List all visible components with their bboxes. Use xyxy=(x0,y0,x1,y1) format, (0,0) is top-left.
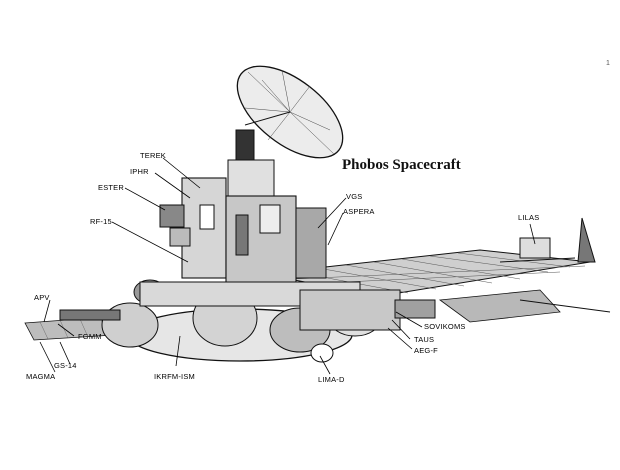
diagram-title: Phobos Spacecraft xyxy=(342,157,461,173)
label-lilas: LILAS xyxy=(518,213,540,222)
label-rf15: RF-15 xyxy=(90,217,112,226)
label-iphr: IPHR xyxy=(130,167,149,176)
label-vgs: VGS xyxy=(346,192,363,201)
label-gs14: GS-14 xyxy=(54,361,77,370)
central-body xyxy=(159,159,327,287)
label-fgmm: FGMM xyxy=(78,332,102,341)
label-terek: TEREK xyxy=(140,151,167,160)
label-taus: TAUS xyxy=(414,335,435,344)
label-ester: ESTER xyxy=(98,183,125,192)
lilas-mast xyxy=(499,217,596,263)
label-lima-d: LIMA-D xyxy=(318,375,345,384)
label-magma: MAGMA xyxy=(26,372,56,381)
label-sovikoms: SOVIKOMS xyxy=(424,322,466,331)
page-number: 1 xyxy=(606,60,610,67)
high-gain-antenna xyxy=(235,65,344,161)
propulsion-module xyxy=(59,279,436,363)
label-apv: APV xyxy=(34,293,50,302)
label-ikrfm-ism: IKRFM-ISM xyxy=(154,372,195,381)
leader-lines xyxy=(39,157,536,375)
label-aeg-f: AEG-F xyxy=(414,346,438,355)
label-aspera: ASPERA xyxy=(343,207,375,216)
